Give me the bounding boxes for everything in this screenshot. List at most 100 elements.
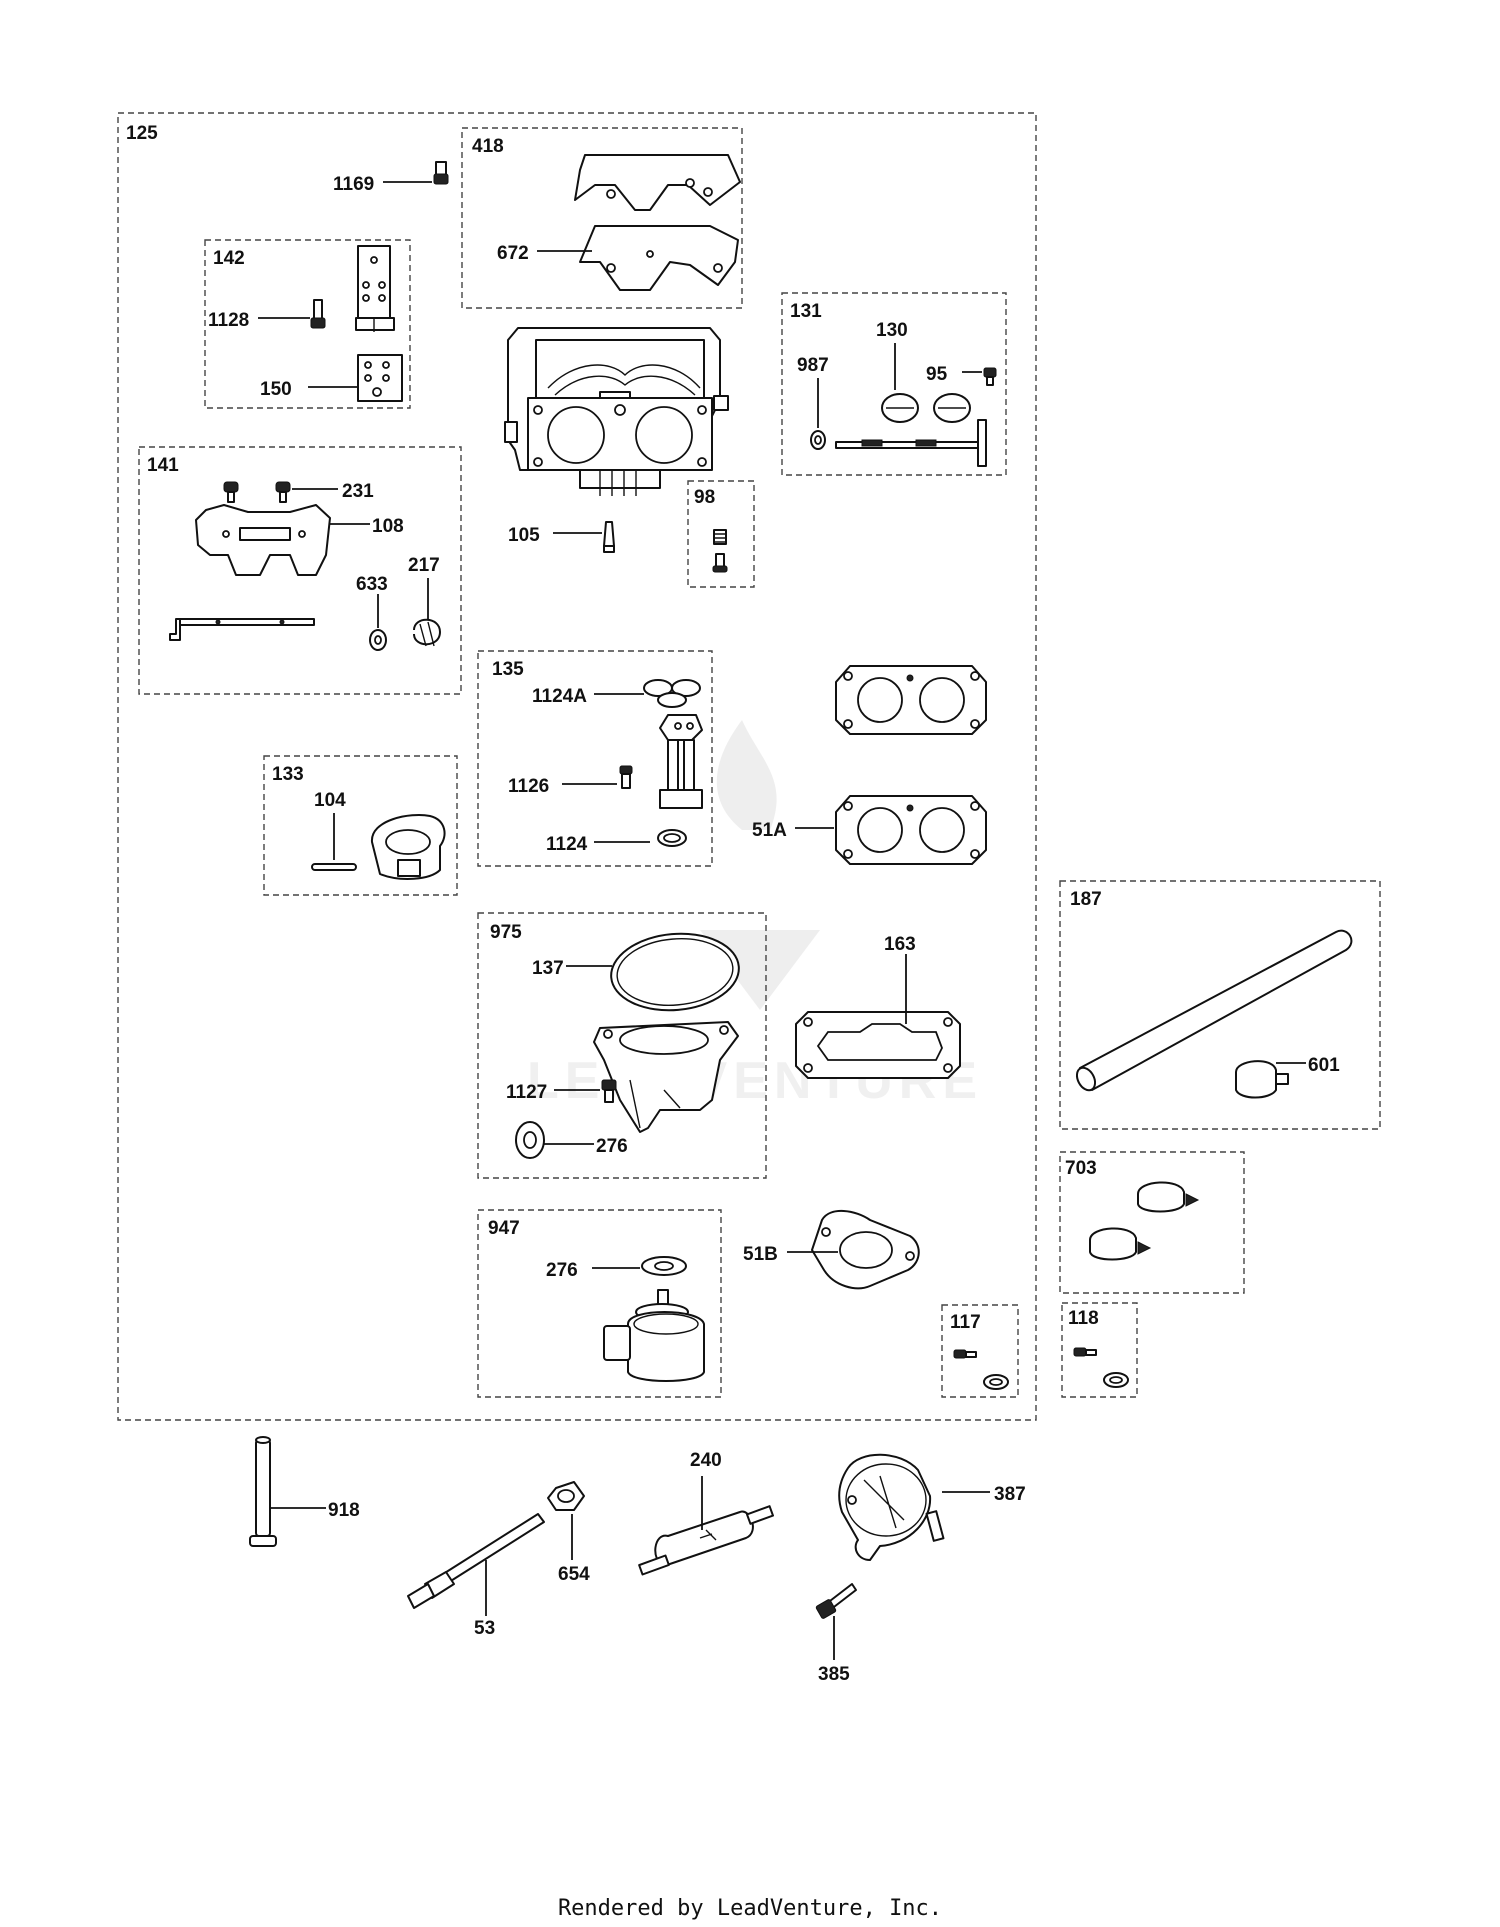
clamp-703a [1137, 1181, 1200, 1213]
part-label-276a: 276 [596, 1136, 628, 1157]
oring-137 [610, 932, 740, 1012]
group-box-117 [941, 1304, 1019, 1398]
part-label-130: 130 [876, 320, 908, 341]
nut-654 [547, 1481, 585, 1511]
group-label-141: 141 [147, 455, 179, 476]
screw-1128 [310, 299, 326, 329]
part-label-231: 231 [342, 481, 374, 502]
group-label-117: 117 [950, 1312, 981, 1333]
filter-240 [638, 1505, 774, 1576]
group-box-133 [263, 755, 458, 896]
group-box-135 [477, 650, 713, 867]
part-label-51B: 51B [743, 1244, 778, 1265]
group-label-947: 947 [488, 1218, 520, 1239]
group-label-133: 133 [272, 764, 304, 785]
part-label-672: 672 [497, 243, 529, 264]
jets-98 [712, 529, 728, 573]
group-label-142: 142 [213, 248, 245, 269]
housing-975 [593, 1021, 739, 1133]
part-label-654: 654 [558, 1564, 590, 1585]
part-label-105: 105 [508, 525, 540, 546]
oring-1124 [657, 829, 687, 847]
group-box-131 [781, 292, 1007, 476]
clamp-601 [1235, 1060, 1289, 1099]
washer-987 [810, 430, 826, 450]
choke-shaft [169, 618, 315, 641]
part-label-385: 385 [818, 1664, 850, 1685]
screw-1126 [619, 765, 633, 789]
group-box-975 [477, 912, 767, 1179]
part-label-1124: 1124 [546, 834, 588, 855]
part-label-95: 95 [926, 364, 948, 385]
part-label-1126: 1126 [508, 776, 549, 797]
part-label-387: 387 [994, 1484, 1026, 1505]
part-label-918: 918 [328, 1500, 360, 1521]
group-label-98: 98 [694, 487, 715, 508]
part-label-108: 108 [372, 516, 404, 537]
group-label-131: 131 [790, 301, 822, 322]
part-label-1169: 1169 [333, 174, 374, 195]
gasket-51A [835, 795, 987, 865]
group-box-418 [461, 127, 743, 309]
group-box-142 [204, 239, 411, 409]
kit-118 [1073, 1347, 1129, 1388]
part-label-601: 601 [1308, 1055, 1340, 1076]
group-label-135: 135 [492, 659, 524, 680]
plate-108 [195, 504, 331, 576]
gasket-51B [811, 1210, 920, 1290]
bracket-142 [355, 245, 395, 332]
screw-385 [815, 1583, 857, 1619]
throttle-shaft [835, 419, 987, 467]
group-box-947 [477, 1209, 722, 1398]
part-label-163: 163 [884, 934, 916, 955]
part-label-217: 217 [408, 555, 440, 576]
washer-276b [641, 1256, 687, 1276]
part-label-276b: 276 [546, 1260, 578, 1281]
part-label-137: 137 [532, 958, 564, 979]
screw-95 [983, 367, 997, 386]
part-label-1127: 1127 [506, 1082, 547, 1103]
nozzle-assembly [659, 714, 703, 809]
part-label-150: 150 [260, 379, 292, 400]
group-label-975: 975 [490, 922, 522, 943]
pin-104 [311, 863, 357, 871]
part-label-53: 53 [474, 1618, 495, 1639]
group-box-141 [138, 446, 462, 695]
gasket-672 [579, 225, 739, 291]
group-box-187 [1059, 880, 1381, 1130]
part-label-51A: 51A [752, 820, 787, 841]
part-label-1128: 1128 [208, 310, 249, 331]
gasket-163 [795, 1011, 961, 1079]
clamp-703b [1089, 1227, 1152, 1261]
hose-187 [1075, 929, 1353, 1092]
group-box-98 [687, 480, 755, 588]
throttle-plates-130 [881, 393, 971, 423]
footer-credit: Rendered by LeadVenture, Inc. [557, 1896, 943, 1921]
group-box-703 [1059, 1151, 1245, 1294]
needle-105 [603, 521, 615, 553]
screw-1127 [601, 1079, 617, 1103]
group-label-418: 418 [472, 136, 504, 157]
float-133 [370, 814, 446, 880]
group-label-125: 125 [126, 123, 158, 144]
part-label-104: 104 [314, 790, 346, 811]
group-box-118 [1061, 1302, 1138, 1398]
gasket-upper [835, 665, 987, 735]
carburetor-body [504, 327, 729, 496]
gasket-1124A [643, 679, 701, 708]
solenoid-947 [603, 1289, 705, 1382]
screw-231a [223, 481, 239, 503]
screw-1169 [433, 161, 449, 185]
shaft-53 [407, 1513, 545, 1609]
washer-276a [515, 1121, 545, 1159]
kit-117 [953, 1349, 1009, 1390]
part-label-1124A: 1124A [532, 686, 587, 707]
group-label-118: 118 [1068, 1308, 1099, 1329]
part-label-240: 240 [690, 1450, 722, 1471]
group-label-187: 187 [1070, 889, 1102, 910]
tube-918 [249, 1436, 277, 1547]
plate-418 [574, 154, 741, 211]
part-label-633: 633 [356, 574, 388, 595]
group-box-125 [117, 112, 1037, 1421]
